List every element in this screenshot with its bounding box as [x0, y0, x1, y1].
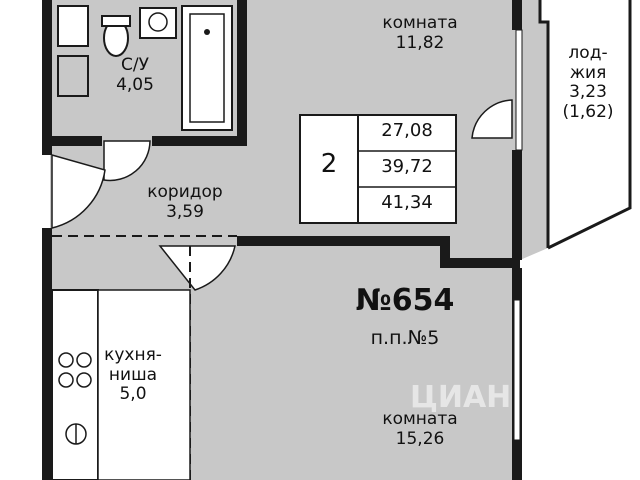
label-room-bottom: комната 15,26	[360, 409, 480, 449]
wall-corridor-step-h	[440, 258, 520, 268]
loggia-outer-wall	[538, 0, 550, 248]
wall-corridor-bottom	[237, 236, 447, 246]
door-entrance	[51, 154, 106, 229]
living-area: 27,08	[381, 120, 433, 141]
bath-name: С/У	[121, 55, 149, 75]
bath-area: 4,05	[116, 74, 154, 95]
outer-wall-left	[42, 0, 52, 155]
loggia-glazing	[547, 0, 632, 250]
washer	[57, 5, 89, 47]
total-with-loggia: 41,34	[381, 192, 433, 213]
door-room-bottom	[158, 245, 236, 291]
kitchen-counter	[51, 289, 99, 480]
room-bottom-name: комната	[382, 409, 458, 429]
kitchen-cabinet	[97, 289, 191, 480]
corridor-area: 3,59	[166, 201, 204, 222]
kitchen-name-1: кухня-	[104, 345, 162, 365]
door-bath	[103, 140, 151, 182]
wall-room-top-right-lower	[512, 150, 522, 260]
apartment-number: №654	[355, 283, 455, 318]
loggia-window	[515, 29, 523, 151]
stove-burner	[58, 352, 74, 368]
label-corridor: коридор 3,59	[125, 182, 245, 222]
loggia-area: 3,23	[569, 82, 607, 103]
floor-position: п.п.№5	[370, 327, 440, 349]
outer-wall-left-lower	[42, 228, 52, 480]
kitchen-area: 5,0	[119, 384, 147, 405]
label-loggia: лод- жия 3,23 (1,62)	[550, 43, 626, 122]
label-room-top: комната 11,82	[360, 13, 480, 53]
sink	[139, 7, 177, 39]
rooms-count: 2	[320, 149, 338, 179]
corridor-name: коридор	[147, 182, 223, 202]
loggia-name-1: лод-	[568, 43, 608, 63]
watermark: ЦИАН	[410, 380, 512, 415]
loggia-name-2: жия	[569, 62, 607, 83]
room-bottom-area: 15,26	[395, 428, 445, 449]
wall-bath-bottom-right	[152, 136, 247, 146]
wall-bath-right	[237, 0, 247, 140]
wall-bath-bottom	[42, 136, 102, 146]
kitchen-name-2: ниша	[108, 364, 158, 385]
room-top-name: комната	[382, 13, 458, 33]
wall-room-top-right	[512, 0, 522, 30]
label-kitchen: кухня- ниша 5,0	[96, 345, 170, 405]
total-area: 39,72	[381, 156, 433, 177]
door-room-top	[471, 99, 513, 139]
room-top-area: 11,82	[395, 32, 445, 53]
label-bath: С/У 4,05	[100, 55, 170, 95]
window-room-bottom	[513, 299, 521, 441]
summary-box	[299, 114, 457, 224]
wall-corridor-step	[440, 236, 450, 264]
loggia-area-reduced: (1,62)	[562, 101, 614, 122]
